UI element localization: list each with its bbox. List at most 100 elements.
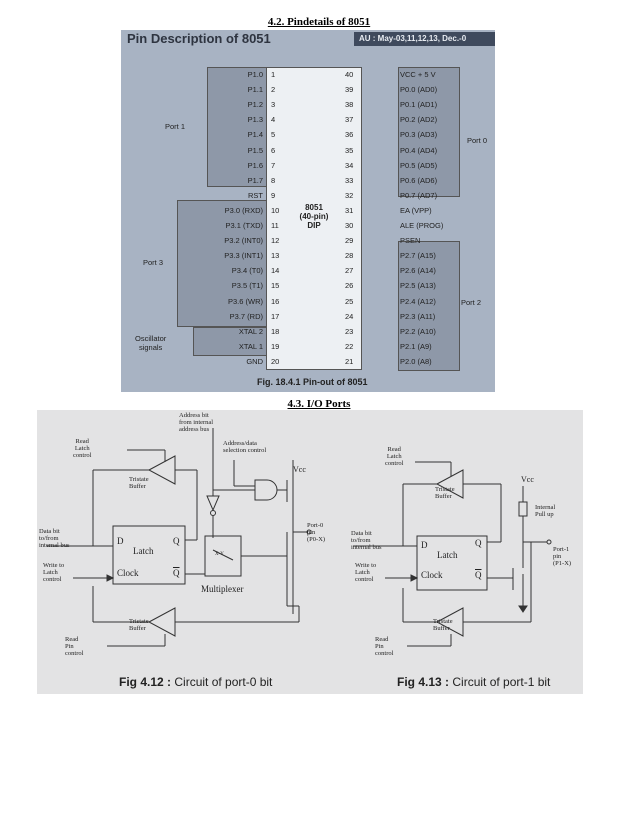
port2-group-label: Port 2 bbox=[461, 298, 482, 307]
left-pin-number: 5 bbox=[271, 130, 276, 140]
chip-label: 8051 (40-pin) DIP bbox=[299, 203, 329, 230]
right-pin-name: PSEN bbox=[400, 236, 421, 246]
p1-latch-label: Latch bbox=[437, 550, 458, 560]
right-pin-number: 32 bbox=[345, 190, 354, 200]
right-pin-name: P2.6 (A14) bbox=[400, 266, 436, 276]
right-pin-name: ALE (PROG) bbox=[400, 221, 444, 230]
right-pin-number: 38 bbox=[345, 100, 354, 110]
p0-d-label: D bbox=[117, 536, 124, 546]
right-pin-number: 33 bbox=[345, 175, 354, 185]
p0-mux-mark: X-Y bbox=[215, 552, 224, 557]
p0-caption: Fig 4.12 : Circuit of port-0 bit bbox=[119, 675, 273, 689]
oscillator-group-label: Oscillator signals bbox=[135, 334, 167, 352]
right-pin-name: P0.7 (AD7) bbox=[400, 190, 438, 200]
right-pin-name: P0.0 (AD0) bbox=[400, 85, 438, 95]
right-pin-number: 23 bbox=[345, 326, 354, 336]
left-pin-name: P3.1 (TXD) bbox=[225, 221, 263, 230]
section-heading-pindetails: 4.2. Pindetails of 8051 bbox=[267, 16, 371, 28]
right-pin-name: P2.4 (A12) bbox=[400, 296, 436, 306]
left-pin-number: 12 bbox=[271, 236, 280, 246]
right-pin-name: P0.6 (AD6) bbox=[400, 175, 438, 185]
left-pin-number: 20 bbox=[271, 356, 280, 366]
left-pin-name: RST bbox=[248, 190, 263, 200]
left-pin-name: P3.0 (RXD) bbox=[224, 205, 263, 215]
right-pin-name: P0.2 (AD2) bbox=[400, 115, 438, 125]
p0-latch-label: Latch bbox=[133, 546, 154, 556]
left-pin-name: P3.5 (T1) bbox=[231, 281, 263, 291]
port3-label-box bbox=[177, 200, 267, 327]
p1-d-label: D bbox=[421, 540, 428, 550]
right-pin-name: P0.4 (AD4) bbox=[400, 145, 438, 155]
exam-tag: AU : May-03,11,12,13, Dec.-0 bbox=[354, 32, 495, 46]
left-pin-name: P1.5 bbox=[247, 145, 263, 155]
left-pin-name: P3.3 (INT1) bbox=[224, 251, 263, 261]
p1-q-label: Q bbox=[475, 538, 482, 548]
port2-label-box bbox=[398, 241, 460, 371]
right-pin-number: 21 bbox=[345, 356, 354, 366]
right-pin-name: P0.3 (AD3) bbox=[400, 130, 438, 140]
right-pin-number: 22 bbox=[345, 341, 354, 351]
left-pin-number: 15 bbox=[271, 281, 280, 291]
right-pin-name: P2.5 (A13) bbox=[400, 281, 436, 291]
right-pin-number: 40 bbox=[345, 70, 354, 79]
port1-label-box bbox=[207, 67, 267, 187]
right-pin-name: VCC + 5 V bbox=[400, 70, 436, 79]
left-pin-number: 19 bbox=[271, 341, 280, 351]
right-pin-name: P2.7 (A15) bbox=[400, 251, 436, 261]
left-pin-name: XTAL 2 bbox=[238, 326, 263, 336]
section-heading-io-ports: 4.3. I/O Ports bbox=[287, 398, 351, 410]
left-pin-number: 1 bbox=[271, 70, 276, 79]
right-pin-number: 35 bbox=[345, 145, 354, 155]
right-pin-number: 27 bbox=[345, 266, 354, 276]
right-pin-number: 37 bbox=[345, 115, 354, 125]
left-pin-name: P1.1 bbox=[247, 85, 263, 95]
left-pin-name: P3.7 (RD) bbox=[229, 311, 263, 321]
right-pin-number: 39 bbox=[345, 85, 354, 95]
p0-multiplexer-label: Multiplexer bbox=[201, 584, 244, 594]
right-pin-name: EA (VPP) bbox=[400, 205, 432, 215]
left-pin-name: P3.4 (T0) bbox=[231, 266, 263, 276]
left-pin-number: 3 bbox=[271, 100, 276, 110]
left-pin-number: 17 bbox=[271, 311, 280, 321]
left-pin-name: P3.6 (WR) bbox=[227, 296, 263, 306]
left-pin-name: P1.6 bbox=[247, 160, 263, 170]
left-pin-name: GND bbox=[246, 356, 263, 366]
right-pin-number: 28 bbox=[345, 251, 354, 261]
right-pin-number: 24 bbox=[345, 311, 354, 321]
right-pin-name: P2.3 (A11) bbox=[400, 311, 436, 321]
left-pin-number: 7 bbox=[271, 160, 276, 170]
left-pin-number: 2 bbox=[271, 85, 276, 95]
left-pin-name: P1.7 bbox=[247, 175, 263, 185]
pin-diagram-figure: Pin Description of 8051 AU : May-03,11,1… bbox=[121, 30, 495, 392]
p1-qbar-label: Q bbox=[475, 570, 482, 580]
left-pin-name: XTAL 1 bbox=[238, 341, 263, 351]
port0-label-box bbox=[398, 67, 460, 197]
left-pin-number: 13 bbox=[271, 251, 280, 261]
right-pin-number: 29 bbox=[345, 236, 354, 246]
right-pin-number: 36 bbox=[345, 130, 354, 140]
left-pin-name: P3.2 (INT0) bbox=[224, 236, 263, 246]
left-pin-number: 6 bbox=[271, 145, 276, 155]
pin-diagram-caption: Fig. 18.4.1 Pin-out of 8051 bbox=[257, 377, 368, 387]
p0-vcc-label: Vcc bbox=[293, 465, 306, 474]
right-pin-number: 31 bbox=[345, 205, 354, 215]
right-pin-name: P2.0 (A8) bbox=[400, 356, 432, 366]
right-pin-name: P0.5 (AD5) bbox=[400, 160, 438, 170]
p0-clock-label: Clock bbox=[117, 568, 139, 578]
left-pin-number: 4 bbox=[271, 115, 276, 125]
